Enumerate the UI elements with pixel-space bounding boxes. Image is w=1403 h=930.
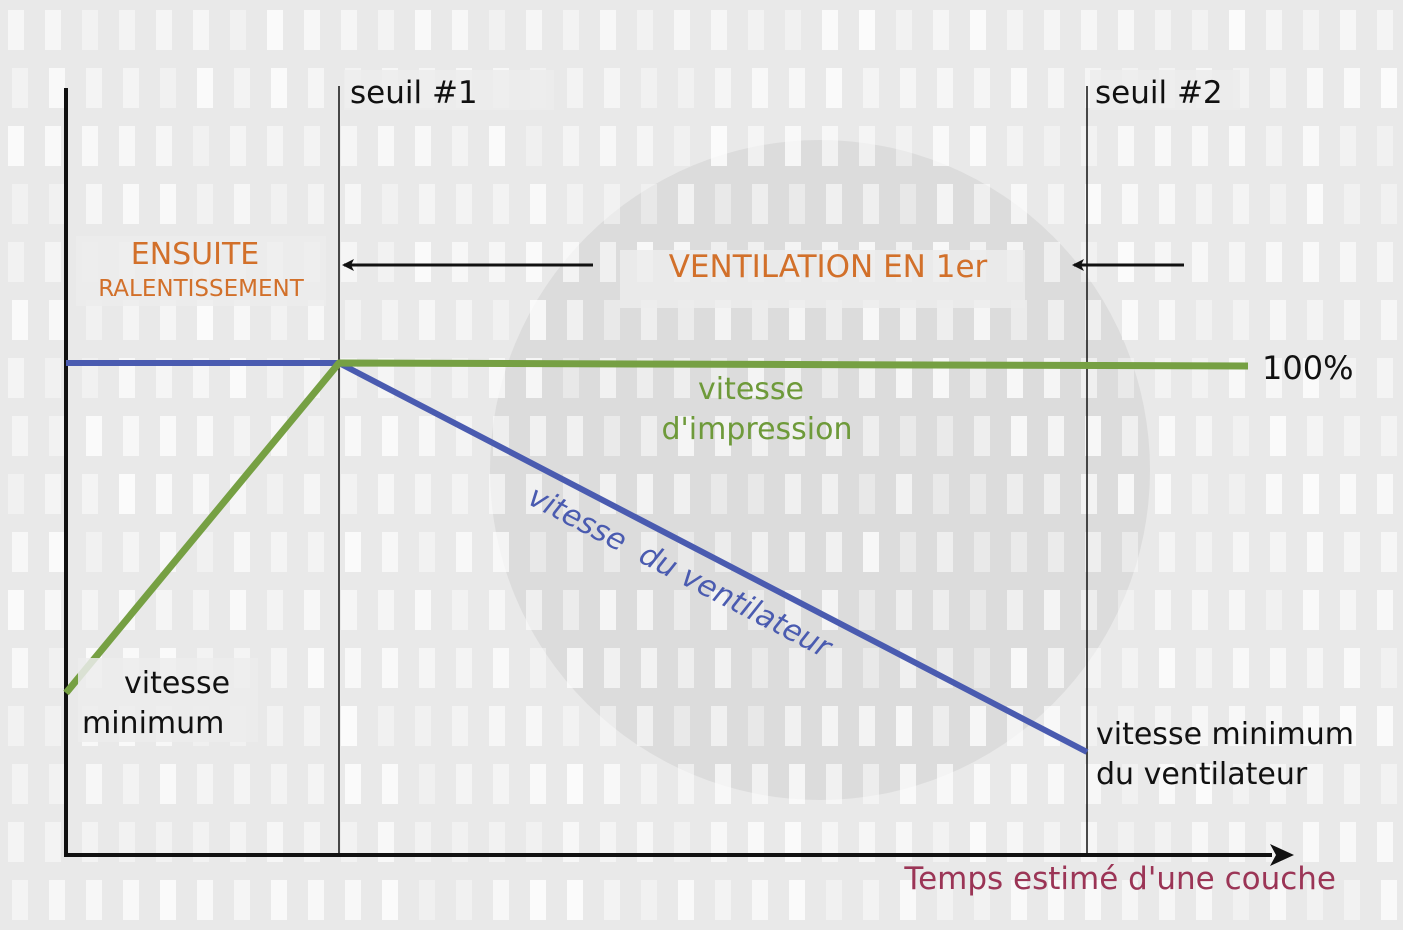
- x-axis-arrowhead: [1270, 844, 1294, 866]
- zone-left-label-line2: RALENTISSEMENT: [98, 276, 304, 302]
- print-speed-label-line1: vitesse: [698, 372, 804, 407]
- x-axis-label: Temps estimé d'une couche: [903, 861, 1336, 897]
- threshold-2-label: seuil #2: [1095, 75, 1223, 111]
- fan-min-label-line2: du ventilateur: [1096, 757, 1308, 792]
- min-speed-label-line2: minimum: [82, 706, 224, 741]
- zone-right-label: VENTILATION EN 1er: [669, 249, 988, 285]
- fan-speed-label: vitesse du ventilateur: [522, 479, 838, 666]
- fan-min-label-line1: vitesse minimum: [1096, 717, 1354, 752]
- print-speed-line: [63, 359, 1249, 696]
- threshold-1-label: seuil #1: [350, 75, 478, 111]
- min-speed-label-line1: vitesse: [124, 666, 230, 701]
- level-100-label: 100%: [1262, 349, 1353, 387]
- print-speed-label-line2: d'impression: [662, 412, 853, 447]
- zone-left-label-line1: ENSUITE: [131, 237, 260, 272]
